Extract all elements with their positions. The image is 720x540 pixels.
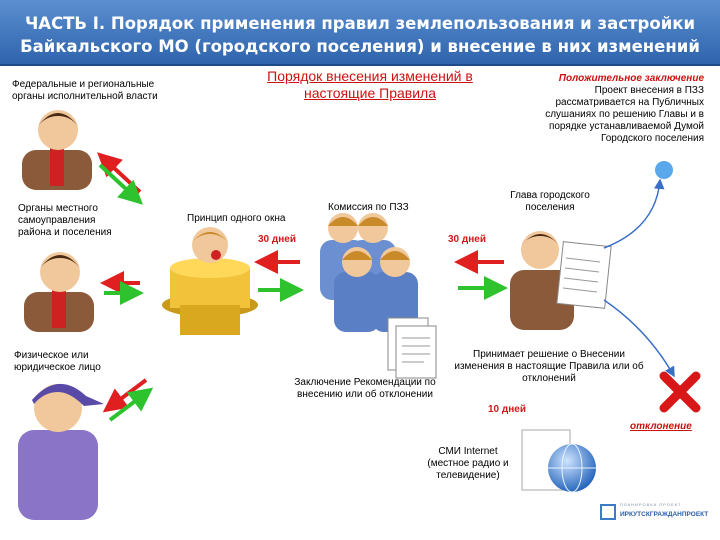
arrows-window-commission [254,250,304,302]
one-window-operator-icon [162,227,258,335]
arrows-local [100,271,144,305]
one-window-label: Принцип одного окна [187,213,286,224]
hearings-node [655,161,673,179]
private-person-icon [18,383,104,520]
arrows-commission-head [454,250,508,300]
conclusion-documents-icon [387,317,437,379]
media-label: СМИ Internet (местное радио и телевидени… [427,446,509,481]
refusal-label: отклонение [630,421,692,432]
positive-title: Положительное заключение [558,73,704,84]
positive-text: Проект внесения в ПЗЗ рассматривается на… [545,85,704,144]
head-label: Глава городского поселения [510,190,590,213]
conclusion-label: Заключение Рекомендации по внесению или … [294,377,436,400]
refusal-cross-icon [659,371,701,413]
person-label: Физическое или юридическое лицо [14,350,101,373]
positive-block: Положительное заключение Проект внесения… [506,73,704,145]
commission-group-icon [320,213,418,332]
one-window-term: 30 дней [258,234,296,245]
arrows-federal [97,152,143,205]
commission-term: 30 дней [448,234,486,245]
logo-name: ИРКУТСКГРАЖДАНПРОЕКТ [620,511,709,518]
arrows-person [102,378,154,422]
local-person-icon [24,252,94,332]
header-banner: ЧАСТЬ I. Порядок применения правил земле… [0,0,720,66]
commission-label: Комиссия по ПЗЗ [328,202,409,213]
decision-term: 10 дней [488,404,526,415]
federal-label: Федеральные и региональные органы исполн… [12,79,158,102]
logo-mark-icon [600,504,616,520]
local-label: Органы местного самоуправления района и … [18,203,112,238]
logo-tagline: ПЛАНИРОВКА ПРОЕКТ [620,502,682,507]
federal-person-icon [22,110,92,190]
flow-arrow-to-hearings [603,178,665,249]
head-person-icon [510,231,612,330]
header-title-line1: ЧАСТЬ I. Порядок применения правил земле… [24,14,696,33]
header-title-line2: Байкальского МО (городского поселения) и… [20,37,700,56]
media-globe-icon [521,429,596,493]
flow-arrow-to-refusal [603,299,675,378]
process-title[interactable]: Порядок внесения изменений в настоящие П… [267,68,473,101]
decision-label: Принимает решение о Внесении изменения в… [454,349,644,384]
company-logo: ПЛАНИРОВКА ПРОЕКТ ИРКУТСКГРАЖДАНПРОЕКТ [600,502,712,524]
